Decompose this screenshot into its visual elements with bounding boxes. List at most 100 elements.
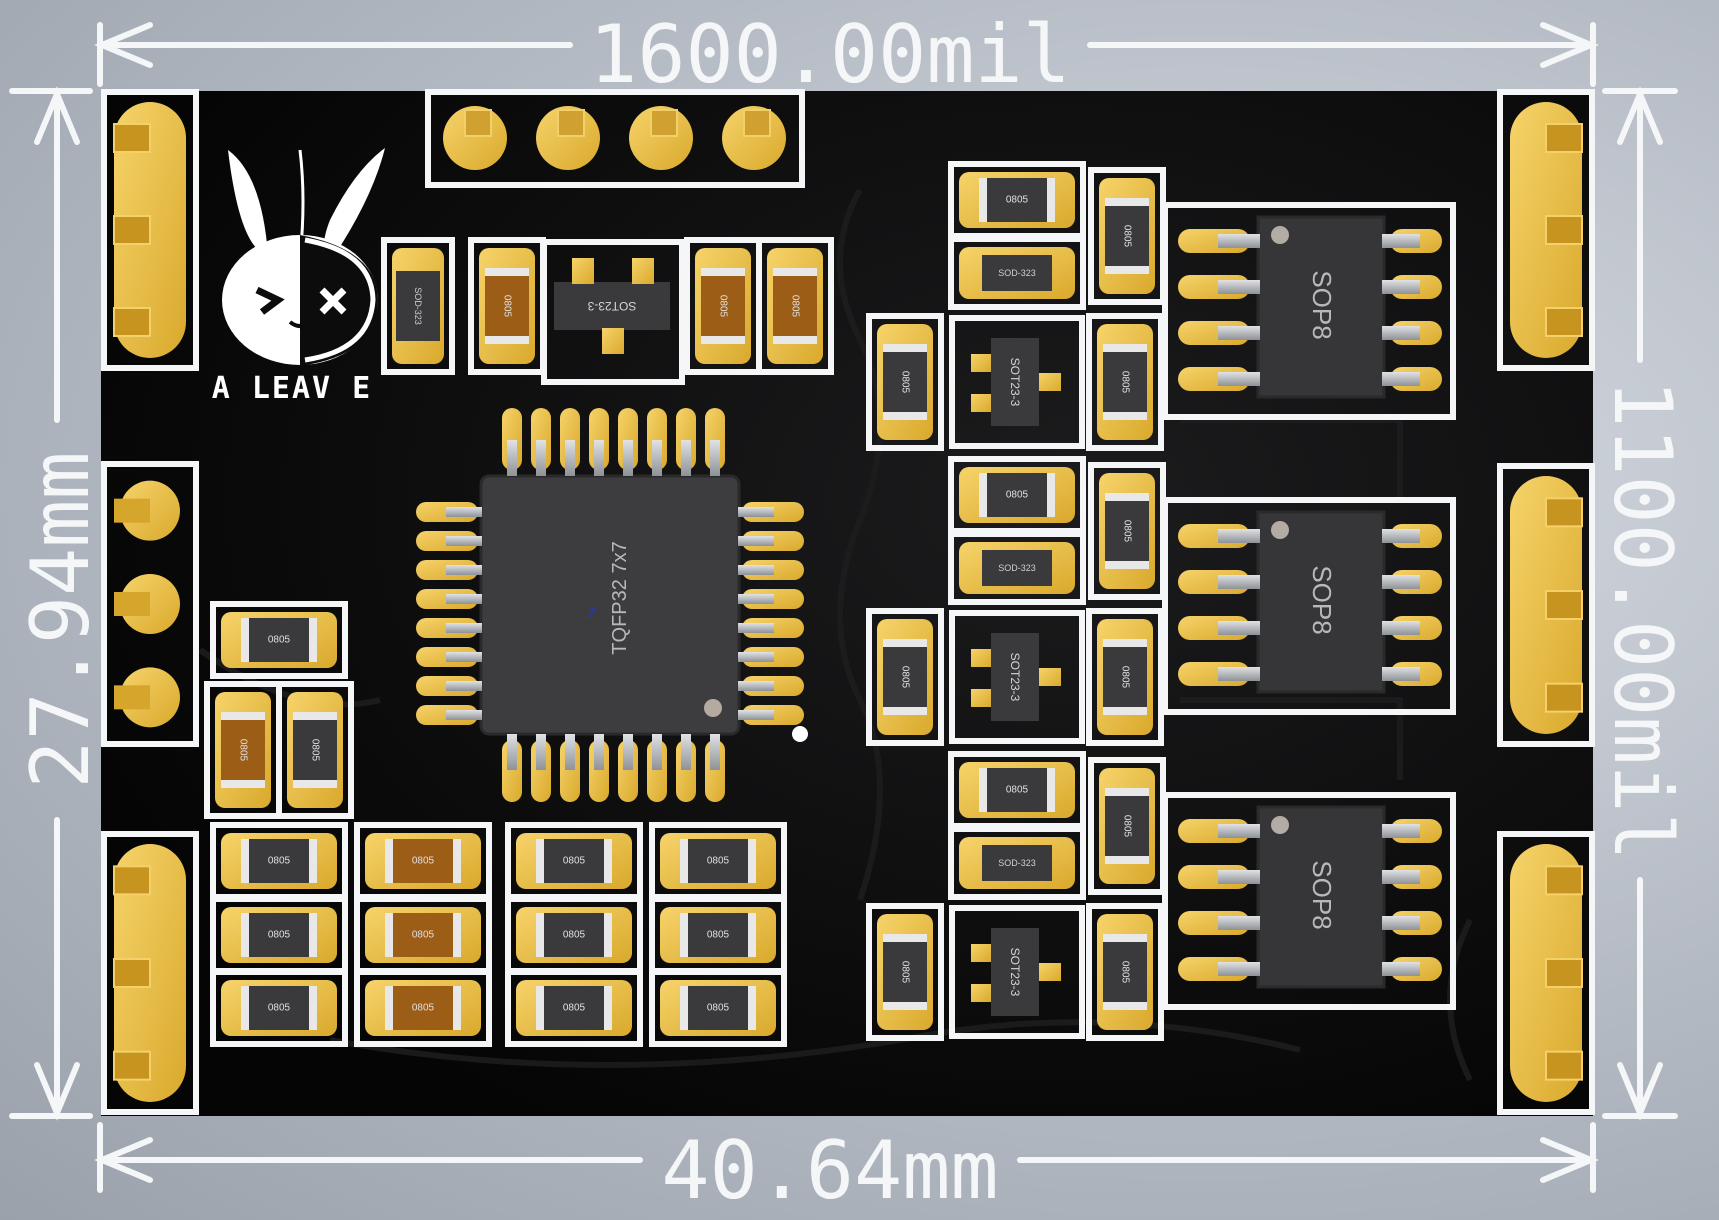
mcu-label: TQFP32 7x7 (609, 541, 631, 654)
resistor-cap (883, 707, 927, 715)
top-header-pin (650, 109, 678, 137)
resistor-label: 0805 (1006, 195, 1029, 206)
sop8-label: SOP8 (1307, 270, 1337, 339)
resistor-label: 0805 (1006, 490, 1029, 501)
resistor-cap (453, 986, 461, 1030)
resistor-body (293, 712, 337, 788)
mcu-pin-right (738, 536, 774, 546)
mcu-pin-left (446, 536, 482, 546)
mcu-pin-left (446, 710, 482, 720)
sop8-pin (1382, 667, 1420, 681)
diode-body (396, 271, 440, 341)
mcu-pin-right (738, 681, 774, 691)
connector-pin (113, 958, 151, 988)
connector-outline (1497, 831, 1595, 1115)
transistor-body (991, 928, 1039, 1016)
resistor-outline (756, 237, 834, 375)
resistor-cap (1047, 768, 1055, 812)
resistor-cap (979, 768, 987, 812)
transistor-body (991, 338, 1039, 426)
sop8-pin (1382, 280, 1420, 294)
diode-outline (381, 237, 455, 375)
mcu-pin-bottom (652, 734, 662, 770)
resistor-cap (773, 336, 817, 344)
resistor-outline (210, 969, 348, 1047)
sop8-pin (1382, 372, 1420, 386)
resistor-outline (649, 969, 787, 1047)
resistor-body (536, 986, 612, 1030)
sop8-outline (1162, 202, 1456, 420)
resistor-label: 0805 (707, 1003, 730, 1014)
resistor-cap (536, 986, 544, 1030)
resistor-cap (1103, 1002, 1147, 1010)
connector-outline (1497, 463, 1595, 747)
resistor-cap (241, 618, 249, 662)
resistor-outline (210, 601, 348, 679)
mcu-pin-left (446, 652, 482, 662)
resistor-label: 0805 (412, 1003, 435, 1014)
resistor-cap (309, 986, 317, 1030)
resistor-body (680, 913, 756, 957)
header-outline (101, 461, 199, 747)
resistor-cap (1105, 266, 1149, 274)
resistor-body (241, 986, 317, 1030)
resistor-label: 0805 (900, 666, 911, 689)
transistor-pad (971, 649, 991, 667)
sop8-pin1-dot (1271, 226, 1289, 244)
resistor-cap (1103, 707, 1147, 715)
resistor-body (1105, 198, 1149, 274)
resistor-cap (293, 780, 337, 788)
resistor-label: 0805 (1120, 371, 1131, 394)
resistor-label: 0805 (268, 856, 291, 867)
connector-pin (1545, 590, 1583, 620)
sop8-body (1256, 215, 1386, 399)
resistor-cap (385, 913, 393, 957)
resistor-body (773, 268, 817, 344)
mcu-body (479, 474, 741, 736)
mcu-pin-top (623, 440, 633, 476)
mcu-pin-top (536, 440, 546, 476)
mcu-pin-top (681, 440, 691, 476)
resistor-cap (1105, 561, 1149, 569)
transistor-outline (949, 610, 1085, 744)
resistor-cap (221, 780, 265, 788)
connector-outline (101, 831, 199, 1115)
mcu-orientation-dot (792, 726, 808, 742)
resistor-body (241, 618, 317, 662)
sop8-pin1-dot (1271, 816, 1289, 834)
dimension-annotations (9, 22, 1678, 1193)
resistor-body (1105, 493, 1149, 569)
resistor-cap (385, 839, 393, 883)
sop8-pin (1218, 326, 1260, 340)
sop8-body (1256, 510, 1386, 694)
resistor-body (1103, 344, 1147, 420)
resistor-label: 0805 (718, 295, 729, 318)
diode-body (982, 845, 1052, 881)
transistor-pad (1039, 963, 1061, 981)
sop8-pin (1382, 962, 1420, 976)
mcu-pin-left (446, 565, 482, 575)
transistor-pad (1039, 373, 1061, 391)
sop8-pin (1218, 529, 1260, 543)
resistor-label: 0805 (900, 961, 911, 984)
transistor-pad (971, 984, 991, 1002)
resistor-cap (604, 839, 612, 883)
resistor-body (883, 344, 927, 420)
resistor-body (1105, 788, 1149, 864)
mcu-pin-bottom (507, 734, 517, 770)
resistor-label: 0805 (268, 635, 291, 646)
connector-pin (1545, 497, 1583, 528)
mcu-pin-right (738, 652, 774, 662)
resistor-label: 0805 (563, 856, 586, 867)
mcu-pin-bottom (710, 734, 720, 770)
mcu-pin-left (446, 507, 482, 517)
sop8-label: SOP8 (1307, 565, 1337, 634)
diode-label: SOD-323 (998, 268, 1036, 278)
resistor-cap (1105, 788, 1149, 796)
connector-pin (1545, 123, 1583, 153)
top-header-pin (743, 109, 771, 137)
transistor-pad (971, 689, 991, 707)
resistor-label: 0805 (563, 930, 586, 941)
dimension-width-bottom: 40.64mm (661, 1124, 998, 1217)
